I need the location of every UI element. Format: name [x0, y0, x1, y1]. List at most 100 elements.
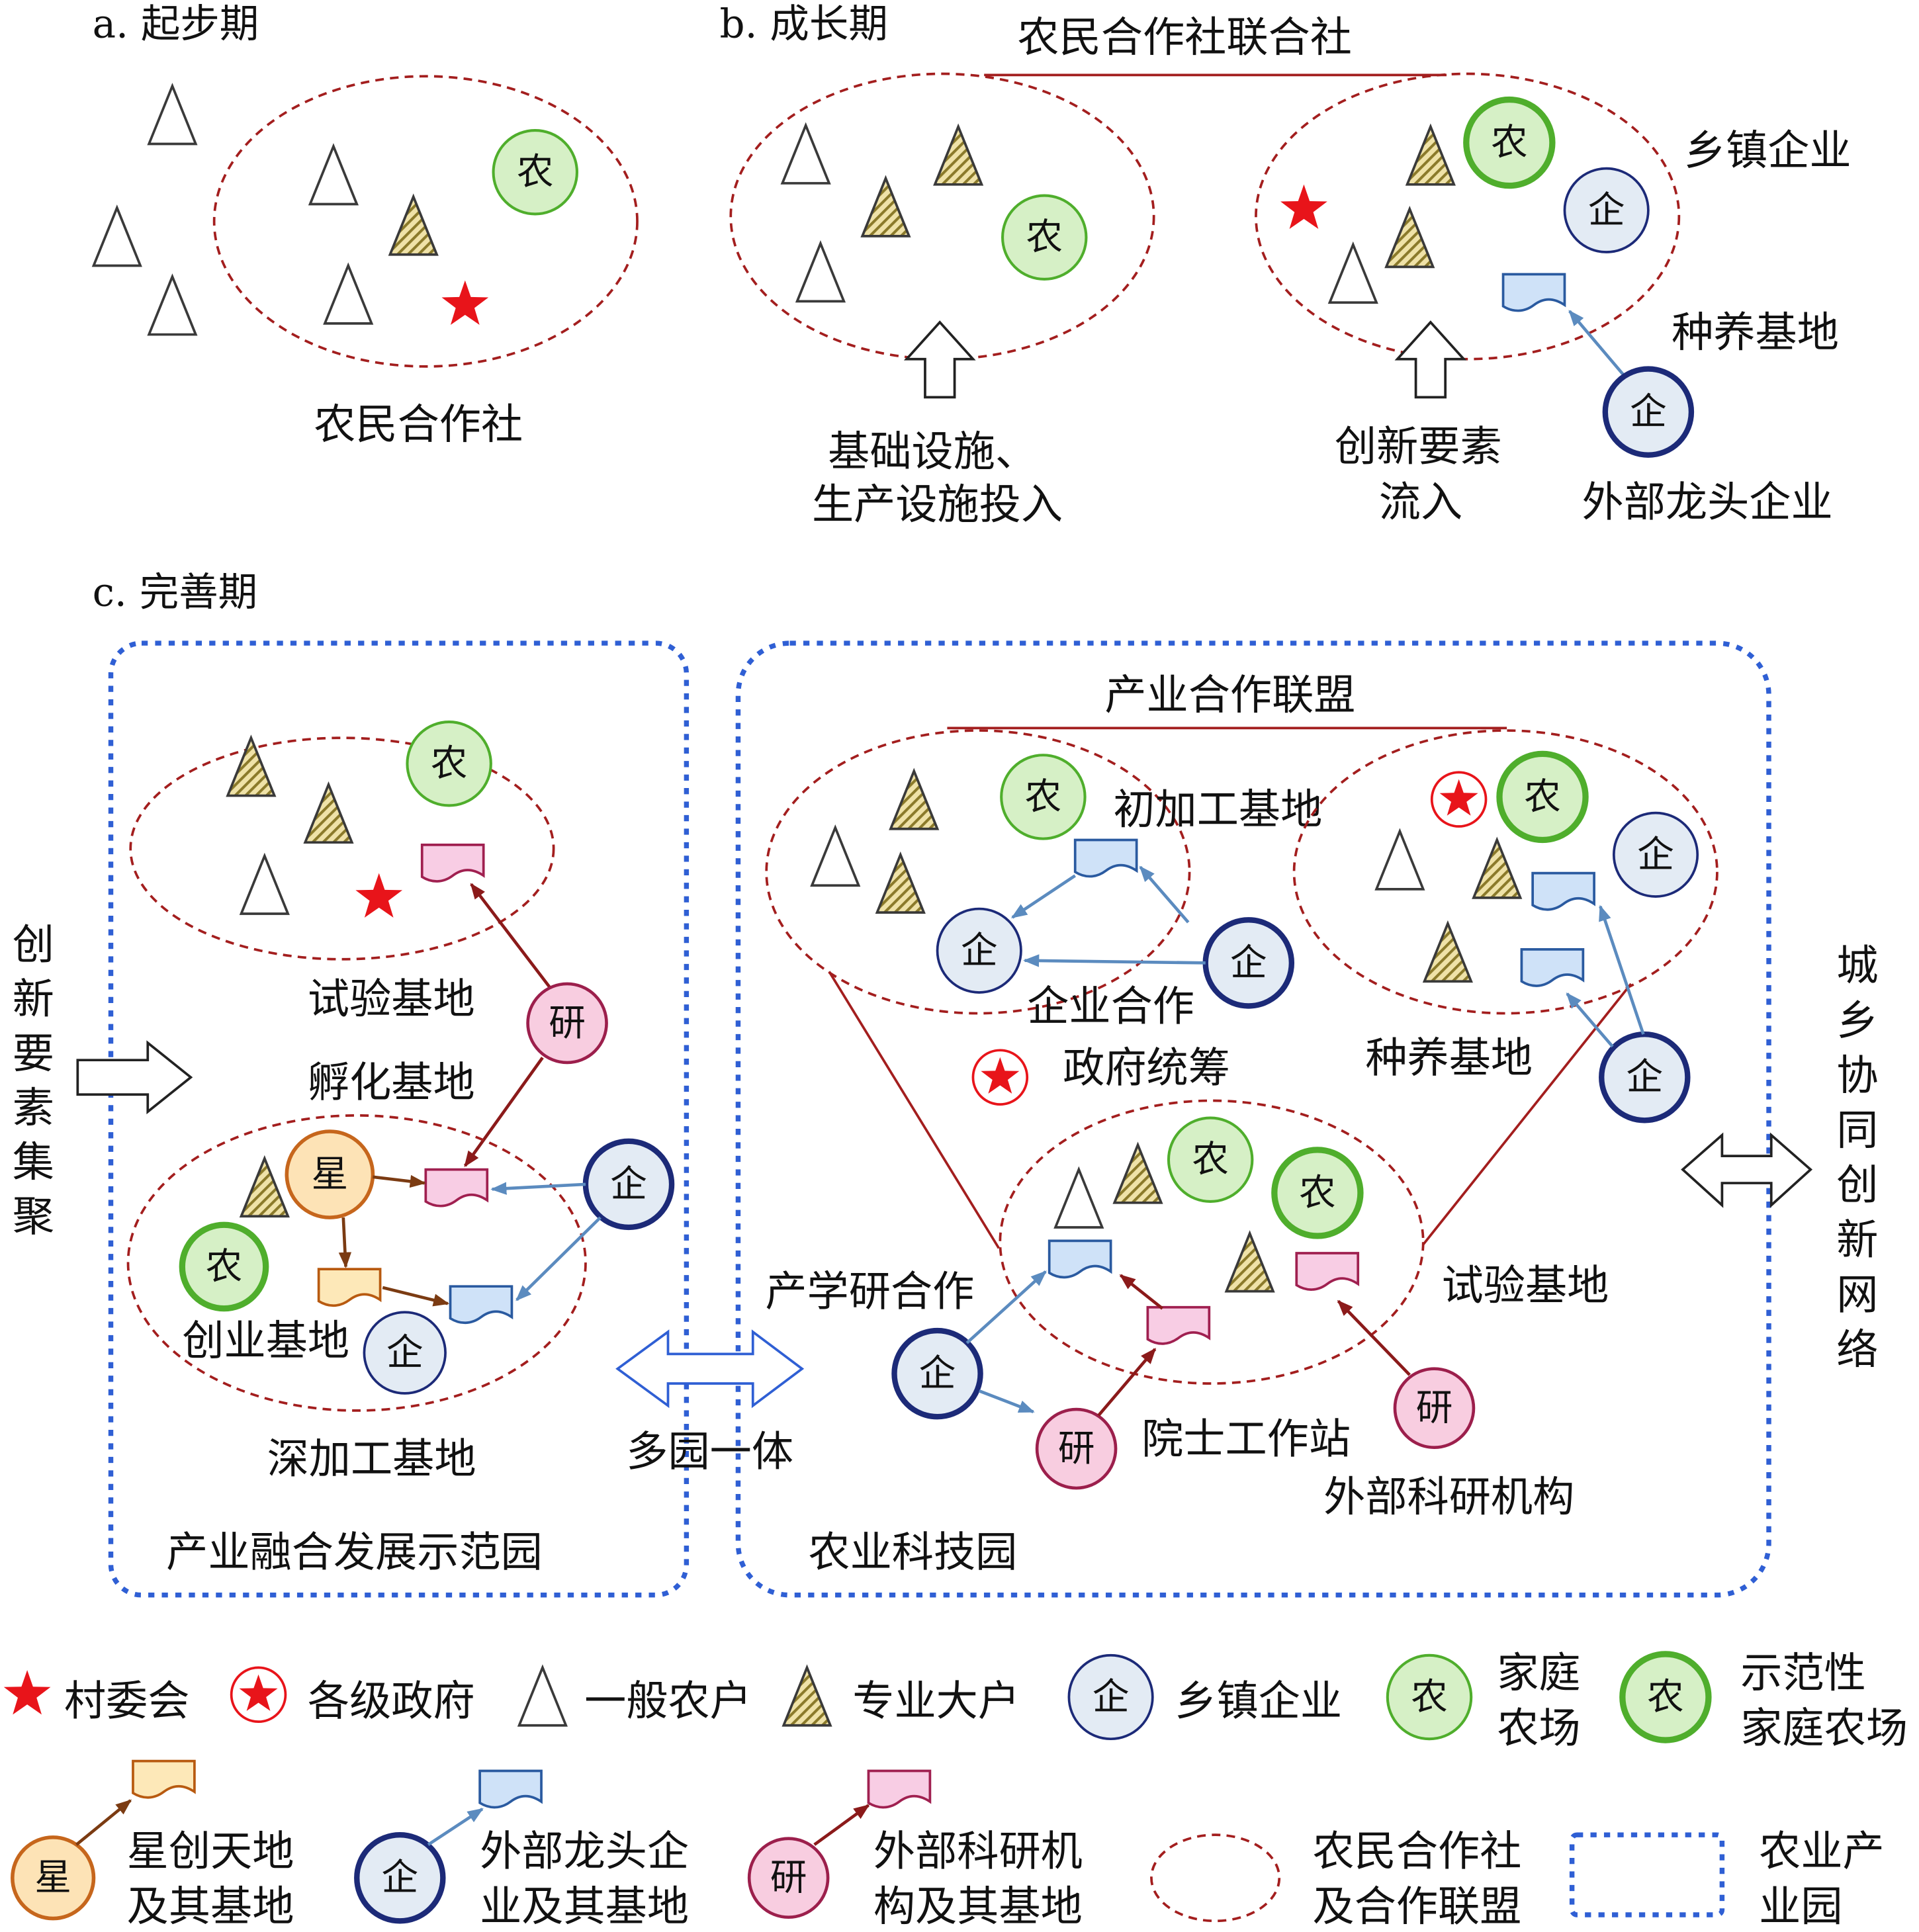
farmer-coop-boundary	[126, 1114, 587, 1412]
research-institute-char: 研	[770, 1857, 807, 1900]
primary-processing-base-label: 初加工基地	[1113, 785, 1322, 834]
innovation-inflow-label-line1: 创新要素	[1335, 422, 1502, 471]
enterprise-link-arrow	[1023, 954, 1206, 967]
enterprise-link-arrow	[1139, 865, 1190, 924]
legend-external-research-label-line1: 外部科研机	[873, 1826, 1083, 1875]
industry-alliance-label: 产业合作联盟	[1104, 670, 1355, 719]
demo-family-farm-char: 农	[206, 1245, 243, 1288]
government-icon	[1430, 771, 1488, 828]
star-space-link-arrow	[382, 1286, 450, 1307]
demo-family-farm-char: 农	[1647, 1675, 1684, 1718]
demo-family-farm-icon: 农	[1496, 750, 1589, 844]
family-farm-char: 农	[517, 151, 554, 194]
incubation-base-label: 孵化基地	[308, 1058, 475, 1107]
external-enterprise-icon: 企	[1599, 1031, 1691, 1123]
village-committee-star-icon	[441, 280, 489, 326]
research-base-document-icon	[424, 1168, 489, 1208]
industry-fusion-park-boundary	[108, 640, 690, 1598]
township-enterprise-char: 企	[961, 929, 998, 972]
demo-family-farm-icon: 农	[179, 1221, 269, 1312]
legend-star-space-label-line1: 星创天地	[127, 1826, 294, 1875]
external-enterprise-icon: 企	[891, 1327, 983, 1420]
farmer-coop-boundary	[999, 1099, 1425, 1385]
family-farm-char: 农	[431, 742, 468, 785]
legend-coop-alliance-label-line2: 及合作联盟	[1312, 1882, 1521, 1931]
research-institute-icon: 研	[526, 982, 608, 1065]
township-enterprise-char: 企	[1637, 833, 1674, 876]
family-farm-char: 农	[1026, 216, 1063, 259]
township-enterprise-icon: 企	[1563, 167, 1650, 253]
star-space-icon: 星	[285, 1129, 375, 1219]
township-enterprise-icon: 企	[363, 1311, 447, 1395]
legend-research-institute-icon: 研	[747, 1837, 830, 1919]
vertical-label-char: 要	[13, 1029, 54, 1078]
enterprise-base-document-icon	[1048, 1239, 1112, 1279]
ordinary-farmer-icon	[308, 145, 359, 206]
planting-base-label: 种养基地	[1672, 308, 1839, 357]
enterprise-link-arrow	[1568, 310, 1625, 376]
agri-tech-park-boundary	[735, 640, 1771, 1598]
ordinary-farmer-icon	[781, 124, 830, 185]
farmer-coop-boundary	[765, 729, 1191, 1015]
legend-demo-family-farm-icon: 农	[1619, 1651, 1712, 1743]
enterprise-link-arrow	[490, 1182, 586, 1195]
legend-demo-family-farm-label-line1: 示范性	[1740, 1648, 1866, 1697]
ordinary-farmer-icon	[324, 264, 373, 325]
research-institute-char: 研	[1058, 1427, 1095, 1470]
enterprise-link-arrow	[1566, 992, 1614, 1048]
up-arrow-icon	[1394, 320, 1467, 399]
academician-station-label: 院士工作站	[1141, 1415, 1351, 1464]
legend-large-farmer-label: 专业大户	[852, 1677, 1020, 1726]
double-arrow-icon	[615, 1329, 805, 1409]
vertical-label-char: 络	[1836, 1325, 1878, 1374]
external-enterprise-char: 企	[610, 1163, 647, 1206]
research-link-arrow	[470, 883, 551, 988]
farmer-coop-boundary	[729, 72, 1155, 361]
family-farm-icon: 农	[1001, 194, 1088, 281]
legend-external-enterprise-icon: 企	[354, 1831, 446, 1924]
ordinary-farmer-icon	[92, 206, 142, 267]
township-enterprise-icon: 企	[936, 907, 1022, 994]
large-farmer-icon	[889, 769, 939, 830]
research-base-document-icon	[420, 844, 485, 883]
large-farmer-icon	[1472, 838, 1522, 899]
vertical-label-char: 乡	[1836, 996, 1878, 1045]
family-farm-char: 农	[1411, 1675, 1448, 1718]
township-enterprise-char: 企	[1093, 1675, 1130, 1718]
agri-tech-park-label: 农业科技园	[808, 1528, 1017, 1577]
vertical-label-char: 集	[13, 1137, 54, 1186]
legend-enterprise-base-icon	[478, 1769, 543, 1809]
legend-coop-boundary-icon	[1150, 1833, 1281, 1923]
legend-demo-family-farm-label-line2: 家庭农场	[1740, 1703, 1908, 1752]
legend-township-enterprise-label: 乡镇企业	[1175, 1677, 1342, 1726]
large-farmer-icon	[861, 177, 911, 238]
demo-family-farm-char: 农	[1491, 121, 1528, 164]
startup-base-label: 创业基地	[182, 1316, 349, 1365]
ordinary-farmer-icon	[1328, 243, 1378, 304]
planting-base-label: 种养基地	[1365, 1033, 1533, 1082]
large-farmer-icon	[875, 853, 925, 914]
demo-family-farm-char: 农	[1299, 1171, 1336, 1214]
enterprise-link-arrow	[1599, 904, 1645, 1035]
deep-processing-base-label: 深加工基地	[267, 1434, 476, 1483]
farmer-coop-label: 农民合作社	[314, 400, 523, 449]
government-icon	[971, 1049, 1029, 1106]
village-committee-star-icon	[1280, 184, 1327, 230]
research-institute-icon: 研	[1393, 1367, 1476, 1449]
legend-park-boundary-icon	[1569, 1832, 1725, 1917]
external-enterprise-char: 企	[919, 1352, 956, 1395]
panel-b-growth-stage: b. 成长期 农民合作社联合社 农 农 企 乡镇企业 种养基地 企 外部龙头企业…	[720, 2, 1852, 529]
double-arrow-icon	[1681, 1132, 1813, 1208]
enterprise-base-document-icon	[1501, 273, 1566, 312]
panel-a-title: a. 起步期	[93, 2, 259, 48]
large-farmer-icon	[933, 125, 983, 186]
iur-coop-label: 产学研合作	[765, 1267, 974, 1316]
large-farmer-icon	[1423, 922, 1473, 983]
enterprise-link-arrow	[978, 1389, 1035, 1413]
research-institute-icon: 研	[1035, 1407, 1118, 1490]
legend-external-research-label-line2: 构及其基地	[873, 1882, 1083, 1931]
gov-coordination-label: 政府统筹	[1063, 1043, 1230, 1092]
legend-research-arrow	[813, 1804, 870, 1846]
panel-c-mature-stage: c. 完善期 创新要素集聚 农 试验基地 研 孵化基地 星 农 企 创业基地 企	[13, 570, 1878, 1598]
township-enterprise-label: 乡镇企业	[1684, 126, 1852, 175]
